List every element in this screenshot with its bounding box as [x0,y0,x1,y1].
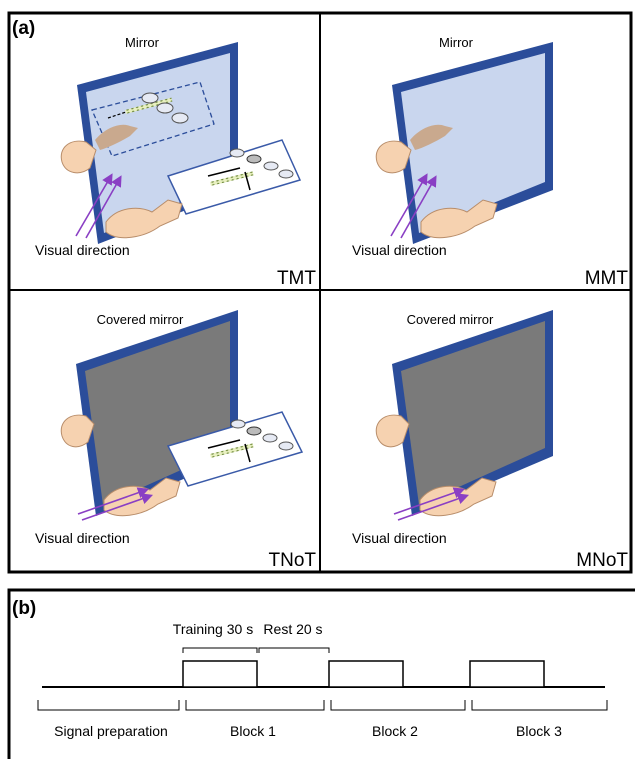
mirror-label: Mirror [125,35,160,50]
segment-bracket-block-3 [471,700,608,711]
segment-bracket-block-2 [330,700,466,711]
task-path-stem [244,443,251,463]
visual-direction-arrow [400,175,437,239]
segment-bracket-block-1 [185,700,325,711]
reflected-bead-track [124,97,173,114]
left-arm [60,140,97,174]
task-target-1 [230,419,246,429]
left-arm [375,414,410,448]
training-label: Training 30 s [173,621,253,637]
training-bracket [182,647,258,653]
cell-tnot: Covered mirror Visual direction TNoT [35,310,316,571]
task-target-3 [262,433,278,443]
cell-mnot: Covered mirror Visual direction MNoT [352,310,628,571]
visual-direction-arrow [393,487,466,515]
visual-direction-label: Visual direction [352,242,447,258]
reflected-task-area [91,81,215,157]
segment-label-signal-preparation: Signal preparation [54,723,168,739]
task-target-2 [246,426,262,436]
task-target-4 [278,169,294,179]
condition-label: TNoT [269,550,317,571]
rest-label: Rest 20 s [263,621,322,637]
mirror-label: Mirror [439,35,474,50]
reflected-hand [410,124,453,150]
visual-direction-arrow [397,493,470,521]
covered-mirror-label: Covered mirror [407,312,494,327]
task-target-2 [246,154,262,164]
segment-bracket-signal-preparation [37,700,180,711]
visual-direction-arrow [75,173,113,237]
task-path-line [207,167,241,177]
cell-mmt: Mirror Visual direction MMT [352,35,628,289]
task-bead-track [210,171,254,186]
task-target-3 [263,161,279,171]
visual-direction-arrow [77,487,150,515]
covered-glass [401,321,545,505]
visual-direction-arrow [81,493,154,521]
covered-mirror-label: Covered mirror [97,312,184,327]
condition-label: MMT [585,268,629,289]
visual-direction-arrow [390,173,428,237]
segment-label-block-3: Block 3 [516,723,562,739]
cell-tmt: Mirror Visual direction TMT [35,35,316,289]
right-arm [105,199,183,239]
condition-label: MNoT [576,550,628,571]
task-path-line [207,439,241,449]
visual-direction-label: Visual direction [352,530,447,546]
task-bead-track [210,443,254,458]
condition-label: TMT [277,268,316,289]
reflected-target-2 [156,102,174,114]
right-arm [420,199,498,239]
segment-label-block-2: Block 2 [372,723,418,739]
rest-bracket [258,647,330,653]
task-target-4 [278,441,294,451]
task-path-stem [244,171,251,191]
reflected-hand [95,124,138,150]
visual-direction-label: Visual direction [35,242,130,258]
block-1-box [182,660,258,688]
reflected-target-1 [141,92,159,104]
block-3-box [469,660,545,688]
panel-a-label: (a) [12,18,35,39]
visual-direction-label: Visual direction [35,530,130,546]
panel-b: (b) Training 30 s Rest 20 s Signal prepa… [7,588,635,759]
left-arm [60,414,95,448]
task-target-1 [229,148,245,158]
segment-label-block-1: Block 1 [230,723,276,739]
block-2-box [328,660,404,688]
left-arm [375,140,412,174]
mirror-glass [401,53,545,233]
reflected-target-3 [171,112,189,124]
visual-direction-arrow [85,175,122,239]
panel-b-label: (b) [12,598,36,619]
